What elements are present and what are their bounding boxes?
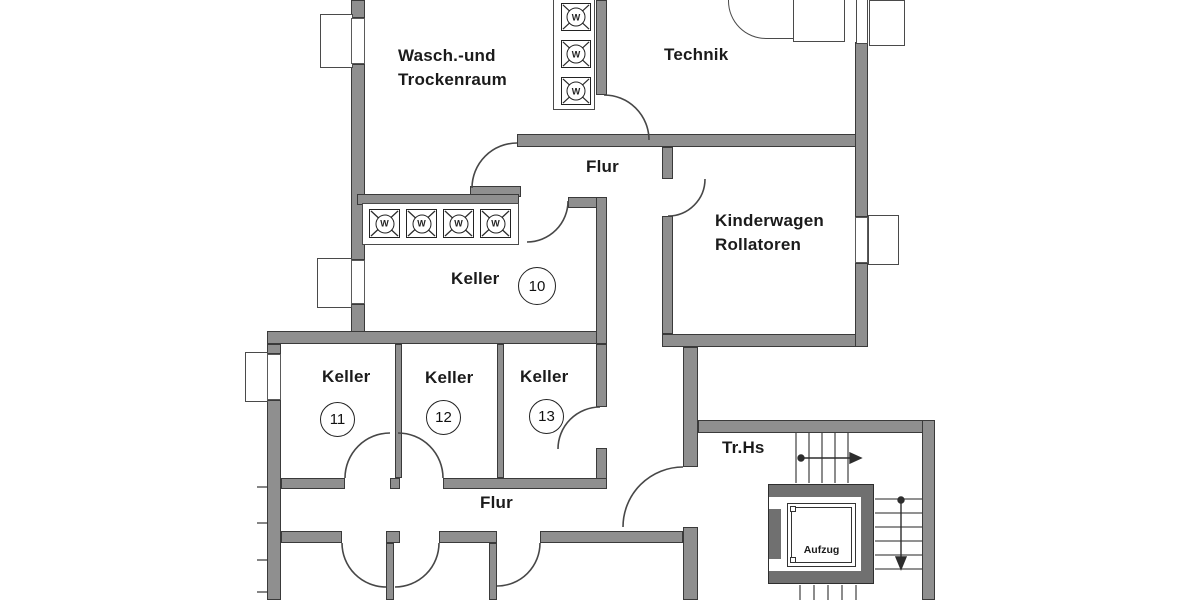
washer-letter: W <box>412 214 431 233</box>
room-label-flur-bottom: Flur <box>480 493 513 512</box>
wall-segment <box>596 197 607 344</box>
room-number-keller13: 13 <box>529 399 564 434</box>
wall-segment <box>351 64 365 260</box>
wall-segment <box>267 331 607 344</box>
wall-segment <box>439 531 497 543</box>
partition-wall <box>489 543 497 600</box>
door-arc-keller11 <box>344 432 391 479</box>
washing-machine-icon: W <box>406 209 437 238</box>
room-label-keller10: Keller <box>451 269 500 288</box>
washing-machine-icon: W <box>561 40 591 68</box>
elevator-door-notch <box>769 559 781 571</box>
window <box>245 352 268 402</box>
window <box>351 18 365 64</box>
partition-wall <box>395 344 402 478</box>
wall-segment <box>281 478 345 489</box>
room-label-keller12: Keller <box>425 368 474 387</box>
room-label-keller11: Keller <box>322 367 371 386</box>
washing-machine-icon: W <box>443 209 474 238</box>
wall-segment <box>443 478 607 489</box>
door-arc-keller10 <box>526 200 569 243</box>
wall-segment <box>855 263 868 347</box>
wall-segment <box>662 334 868 347</box>
washer-letter: W <box>566 44 586 64</box>
window <box>351 260 365 304</box>
washer-letter: W <box>566 7 586 27</box>
wall-segment <box>517 134 868 147</box>
door-arc-keller12 <box>397 432 444 479</box>
wall-segment <box>267 400 281 600</box>
washing-machine-icon: W <box>480 209 511 238</box>
stair-steps-lower-flight <box>799 585 857 600</box>
window <box>856 0 868 44</box>
washer-letter: W <box>449 214 468 233</box>
stair-direction-arrow <box>797 451 863 465</box>
wall-segment <box>683 347 698 467</box>
partition-wall <box>386 543 394 600</box>
door-arc-bottom-room-2 <box>394 542 440 588</box>
washer-letter: W <box>566 81 586 101</box>
wall-segment <box>596 0 607 95</box>
room-label-waschraum-line1: Wasch.-und <box>398 46 496 65</box>
wall-segment <box>662 147 673 179</box>
technik-equipment <box>793 0 845 42</box>
wall-segment <box>281 531 342 543</box>
elevator-cabin-inner <box>791 507 852 563</box>
door-arc-kinderwagen <box>667 178 706 217</box>
room-label-flur-mid: Flur <box>586 157 619 176</box>
room-label-kinderwagen-line2: Rollatoren <box>715 235 802 254</box>
wall-segment <box>351 0 365 18</box>
elevator-guide <box>790 506 796 512</box>
wall-segment <box>390 478 400 489</box>
wall-segment <box>855 42 868 217</box>
room-label-keller13: Keller <box>520 367 569 386</box>
window <box>317 258 352 308</box>
washer-letter: W <box>486 214 505 233</box>
room-number-keller12: 12 <box>426 400 461 435</box>
wall-segment <box>662 216 673 334</box>
wall-segment <box>596 448 607 479</box>
window <box>869 0 905 46</box>
stair-steps-right-flight <box>875 498 922 570</box>
room-label-waschraum-line2: Trockenraum <box>398 70 507 89</box>
washing-machine-icon: W <box>369 209 400 238</box>
window <box>855 217 868 263</box>
door-arc-bottom-room-1 <box>341 542 387 588</box>
washing-machine-icon: W <box>561 77 591 105</box>
window <box>868 215 899 265</box>
room-label-technik: Technik <box>664 45 729 64</box>
wall-segment <box>267 344 281 354</box>
washer-letter: W <box>375 214 394 233</box>
wall-segment <box>922 420 935 600</box>
stair-steps-upper-flight <box>795 433 849 483</box>
wall-segment <box>540 531 683 543</box>
room-label-aufzug: Aufzug <box>803 544 840 556</box>
wall-segment <box>683 527 698 600</box>
room-number-keller10: 10 <box>518 267 556 305</box>
washing-machine-icon: W <box>561 3 591 31</box>
room-label-kinderwagen-line1: Kinderwagen <box>715 211 824 230</box>
wall-segment <box>596 344 607 407</box>
wall-segment <box>386 531 400 543</box>
elevator-guide <box>790 557 796 563</box>
room-number-keller11: 11 <box>320 402 355 437</box>
door-arc-treppenhaus <box>622 466 684 528</box>
window <box>267 354 281 400</box>
partition-wall <box>497 344 504 478</box>
wall-segment <box>698 420 935 433</box>
door-arc-bottom-room-3 <box>496 542 541 587</box>
door-arc-waschraum <box>471 142 518 189</box>
door-arc-keller13 <box>557 406 601 450</box>
elevator-cabin <box>787 503 856 567</box>
elevator-door-notch <box>769 497 781 509</box>
room-label-treppenhaus: Tr.Hs <box>722 438 765 457</box>
stair-direction-arrow <box>894 496 908 571</box>
window <box>320 14 353 68</box>
wall-segment <box>351 304 365 334</box>
